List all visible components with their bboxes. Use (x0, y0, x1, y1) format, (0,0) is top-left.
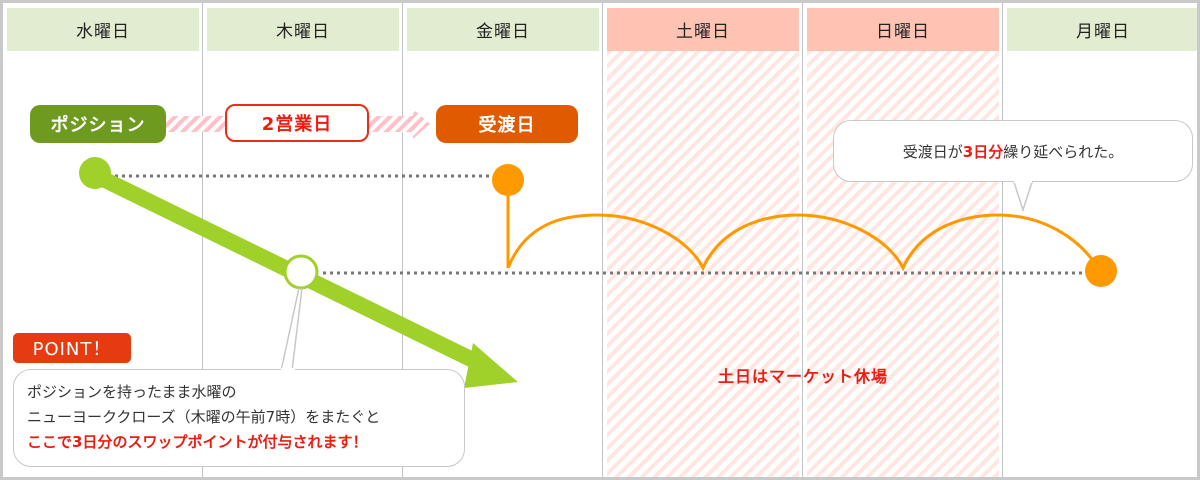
green-arrow (79, 157, 518, 388)
business-days-pill: 2営業日 (225, 104, 369, 142)
weekend-closed-note: 土日はマーケット休場 (717, 367, 888, 386)
column-divider (202, 3, 203, 477)
point-badge: POINT！ (13, 333, 131, 363)
point-callout-tail (280, 287, 300, 372)
timeline-graphics (79, 109, 1117, 388)
delivery-date-pill: 受渡日 (436, 105, 578, 143)
column-divider (602, 3, 603, 477)
striped-arrow-band (166, 109, 430, 139)
delay-text-suffix: 繰り延べられた。 (1003, 142, 1124, 161)
day-header-sunday: 日曜日 (807, 8, 999, 51)
column-friday: 金曜日 (403, 3, 603, 477)
point-tail-mask (281, 368, 295, 373)
column-monday: 月曜日 (1003, 3, 1197, 477)
ny-close-marker (283, 254, 319, 290)
delivery-shift-path (492, 164, 1117, 287)
point-line-3: ここで3日分のスワップポイントが付与されます！ (27, 433, 368, 451)
point-line-1: ポジションを持ったまま水曜の (27, 383, 237, 401)
delay-text-highlight: 3日分 (962, 142, 1004, 161)
delivery-dot (492, 164, 524, 196)
day-header-friday: 金曜日 (407, 8, 599, 51)
day-header-monday: 月曜日 (1007, 8, 1197, 51)
position-pill: ポジション (30, 105, 166, 143)
point-line-2: ニューヨーククローズ（木曜の午前7時）をまたぐと (27, 408, 381, 426)
delay-text-prefix: 受渡日が (902, 142, 963, 161)
day-header-wednesday: 水曜日 (7, 8, 199, 51)
column-wednesday: 水曜日 (3, 3, 203, 477)
column-divider (402, 3, 403, 477)
column-divider (802, 3, 803, 477)
weekend-hatch-saturday (607, 51, 799, 477)
day-header-thursday: 木曜日 (207, 8, 399, 51)
column-divider (1002, 3, 1003, 477)
position-dot (79, 157, 111, 189)
day-header-saturday: 土曜日 (607, 8, 799, 51)
column-saturday: 土曜日 (603, 3, 803, 477)
point-callout: ポジションを持ったまま水曜の ニューヨーククローズ（木曜の午前7時）をまたぐと … (13, 369, 465, 467)
new-delivery-dot (1085, 255, 1117, 287)
column-thursday: 木曜日 (203, 3, 403, 477)
delay-tail-mask (1014, 175, 1032, 183)
